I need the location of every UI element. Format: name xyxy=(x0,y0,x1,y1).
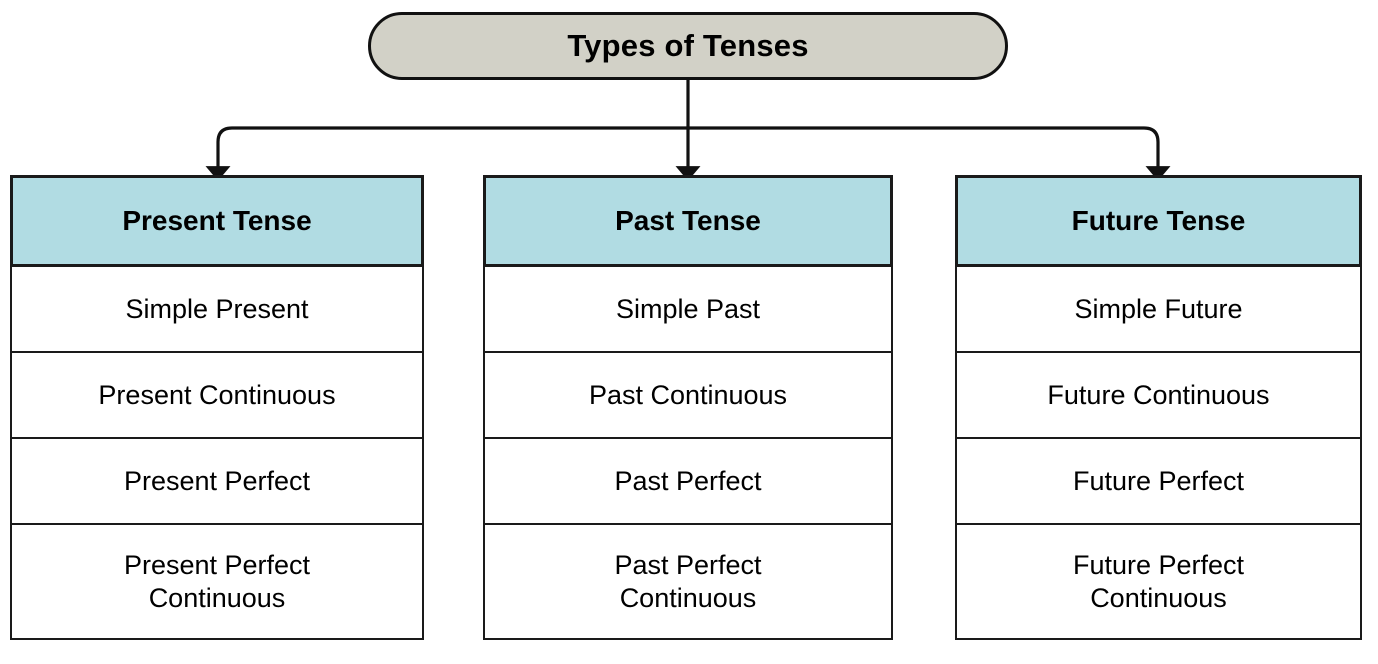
branch-item[interactable]: Future Perfect Continuous xyxy=(955,525,1362,640)
branch-header-past-tense[interactable]: Past Tense xyxy=(483,175,893,267)
branch-column-future-tense: Future Tense Simple Future Future Contin… xyxy=(955,175,1362,640)
branch-item[interactable]: Present Perfect Continuous xyxy=(10,525,424,640)
branch-header-label: Past Tense xyxy=(615,204,761,236)
branch-item[interactable]: Present Continuous xyxy=(10,353,424,439)
branch-header-label: Future Tense xyxy=(1071,204,1246,236)
branch-item[interactable]: Simple Past xyxy=(483,267,893,353)
branch-item[interactable]: Future Perfect xyxy=(955,439,1362,525)
branch-item-label: Future Perfect xyxy=(1072,465,1245,496)
connector-to-present-tense xyxy=(205,126,688,181)
root-node-label: Types of Tenses xyxy=(567,28,809,63)
branch-item-label: Future Perfect Continuous xyxy=(1072,549,1245,613)
branch-column-past-tense: Past Tense Simple Past Past Continuous P… xyxy=(483,175,893,640)
branch-item[interactable]: Past Continuous xyxy=(483,353,893,439)
branch-item-label: Future Continuous xyxy=(1047,379,1270,410)
root-node-types-of-tenses[interactable]: Types of Tenses xyxy=(368,12,1008,80)
branch-item[interactable]: Simple Future xyxy=(955,267,1362,353)
branch-item-label: Simple Present xyxy=(125,293,309,324)
branch-item[interactable]: Future Continuous xyxy=(955,353,1362,439)
branch-item[interactable]: Past Perfect xyxy=(483,439,893,525)
branch-header-future-tense[interactable]: Future Tense xyxy=(955,175,1362,267)
branch-header-present-tense[interactable]: Present Tense xyxy=(10,175,424,267)
branch-item-label: Present Continuous xyxy=(98,379,336,410)
branch-item-label: Past Continuous xyxy=(588,379,788,410)
branch-item-label: Past Perfect Continuous xyxy=(614,549,762,613)
branch-item[interactable]: Present Perfect xyxy=(10,439,424,525)
branch-item-label: Present Perfect xyxy=(123,465,311,496)
branch-header-label: Present Tense xyxy=(122,204,312,236)
branch-item[interactable]: Simple Present xyxy=(10,267,424,353)
branch-column-present-tense: Present Tense Simple Present Present Con… xyxy=(10,175,424,640)
branch-item-label: Simple Past xyxy=(615,293,761,324)
branch-item-label: Simple Future xyxy=(1074,293,1243,324)
branch-item-label: Past Perfect xyxy=(614,465,762,496)
branch-item-label: Present Perfect Continuous xyxy=(123,549,311,613)
branch-item[interactable]: Past Perfect Continuous xyxy=(483,525,893,640)
connector-to-future-tense xyxy=(688,126,1171,181)
